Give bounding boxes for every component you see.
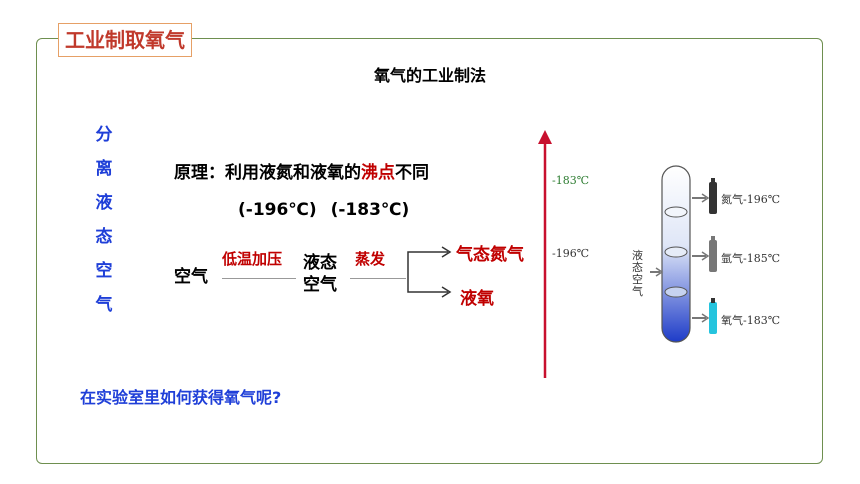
column-input-label: 液态空气: [632, 249, 643, 298]
temperature-arrow-icon: [538, 130, 552, 378]
flow-output-liquid: 液氧: [460, 289, 494, 309]
flow-middle-line2: 空气: [303, 275, 337, 295]
vertical-title-char: 离: [95, 159, 113, 179]
section-title: 工业制取氧气: [58, 23, 192, 57]
flow-middle-line1: 液态: [303, 253, 337, 273]
temp-label-upper: -183℃: [552, 174, 590, 187]
flow-input: 空气: [174, 267, 208, 287]
vertical-title-char: 分: [95, 125, 113, 145]
flow-output-gas: 气态氮气: [456, 245, 524, 265]
content-frame: [36, 38, 823, 464]
fractionation-column-icon: [650, 165, 717, 343]
column-output-oxygen: 氧气-183℃: [721, 314, 781, 327]
boiling-points: (-196℃) (-183℃): [238, 200, 410, 220]
vertical-title-char: 液: [95, 193, 113, 213]
column-output-nitrogen: 氮气-196℃: [721, 193, 781, 206]
flow-line-1: [222, 278, 296, 279]
principle-text: 原理：利用液氮和液氧的沸点不同: [174, 158, 429, 183]
column-output-argon: 氩气-185℃: [721, 252, 781, 265]
vertical-title-char: 态: [95, 227, 113, 247]
question-text: 在实验室里如何获得氧气呢?: [80, 388, 282, 407]
flow-branch-arrows: [407, 246, 452, 298]
principle-highlight: 沸点: [361, 163, 395, 183]
temp-label-lower: -196℃: [552, 247, 590, 260]
principle-prefix: 原理：利用液氮和液氧的: [174, 163, 361, 183]
flow-middle: 液态 空气: [303, 252, 337, 296]
vertical-title-char: 空: [95, 261, 113, 281]
flow-step1-label: 低温加压: [222, 250, 283, 268]
vertical-title: 分 离 液 态 空 气: [92, 118, 116, 322]
flow-step2-label: 蒸发: [355, 250, 386, 268]
flow-line-2: [350, 278, 406, 279]
vertical-title-char: 气: [95, 295, 113, 315]
page-heading: 氧气的工业制法: [373, 66, 486, 85]
principle-suffix: 不同: [395, 163, 429, 183]
